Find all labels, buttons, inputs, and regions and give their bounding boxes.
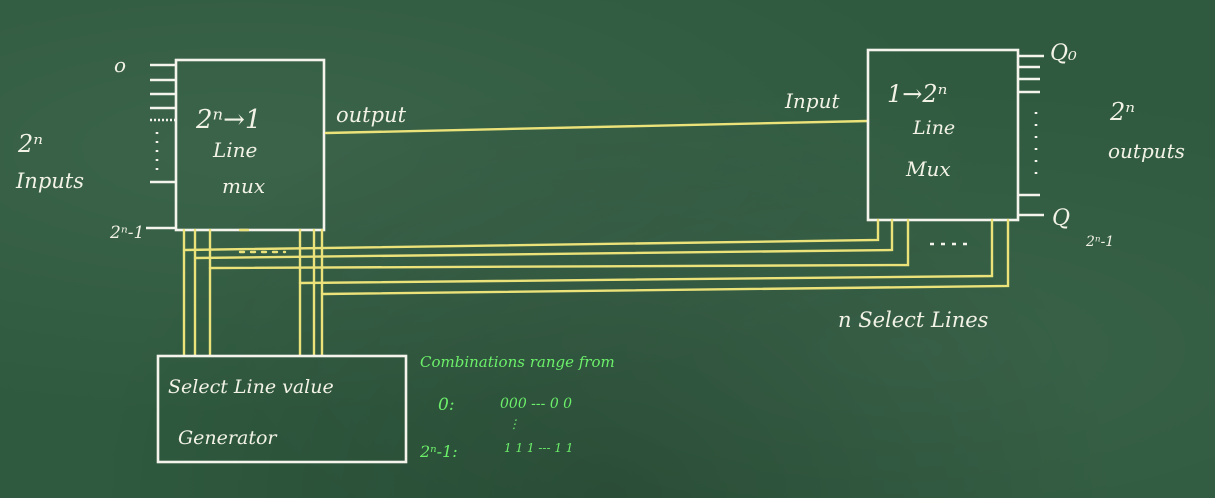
combination-last-label: 2ⁿ-1: [419, 442, 458, 461]
select-value-generator-box [156, 354, 408, 464]
combination-first-label: 0: [438, 395, 455, 415]
input-pin-0-label: o [114, 53, 126, 77]
mux-line-label: Line [212, 138, 257, 162]
combination-last-value: 1 1 1 --- 1 1 [504, 441, 573, 455]
input-label: Input [784, 89, 840, 113]
mux-type-label: mux [222, 174, 265, 198]
mux-to-demux-wire [324, 119, 870, 135]
outputs-count-label: 2ⁿ [1109, 98, 1135, 126]
demultiplexer-box [866, 48, 1020, 222]
inputs-count-label: 2ⁿ [17, 130, 43, 158]
generator-title: Select Line value [168, 376, 334, 398]
combinations-heading: Combinations range from [420, 353, 615, 371]
output-q0-label: Q₀ [1050, 41, 1077, 66]
output-qlast-label: Q [1052, 206, 1070, 231]
select-lines [182, 218, 1010, 357]
demux-type-label: Mux [905, 157, 951, 181]
mux-input-pins [146, 63, 176, 230]
demux-line-label: Line [912, 117, 955, 139]
output-qlast-subscript: 2ⁿ-1 [1085, 234, 1114, 250]
demux-title: 1→2ⁿ [887, 80, 947, 108]
multiplexer-box [174, 58, 326, 232]
combination-dots: ⋮ [508, 417, 520, 431]
combination-first-value: 000 --- 0 0 [500, 396, 572, 412]
outputs-word-label: outputs [1108, 139, 1185, 163]
demux-output-pins [1018, 54, 1044, 217]
select-lines-label: n Select Lines [838, 308, 989, 332]
generator-subtitle: Generator [178, 427, 278, 449]
output-label: output [336, 103, 407, 127]
inputs-word-label: Inputs [15, 169, 84, 193]
input-pin-last-label: 2ⁿ-1 [109, 223, 144, 243]
mux-title: 2ⁿ→1 [195, 105, 261, 135]
